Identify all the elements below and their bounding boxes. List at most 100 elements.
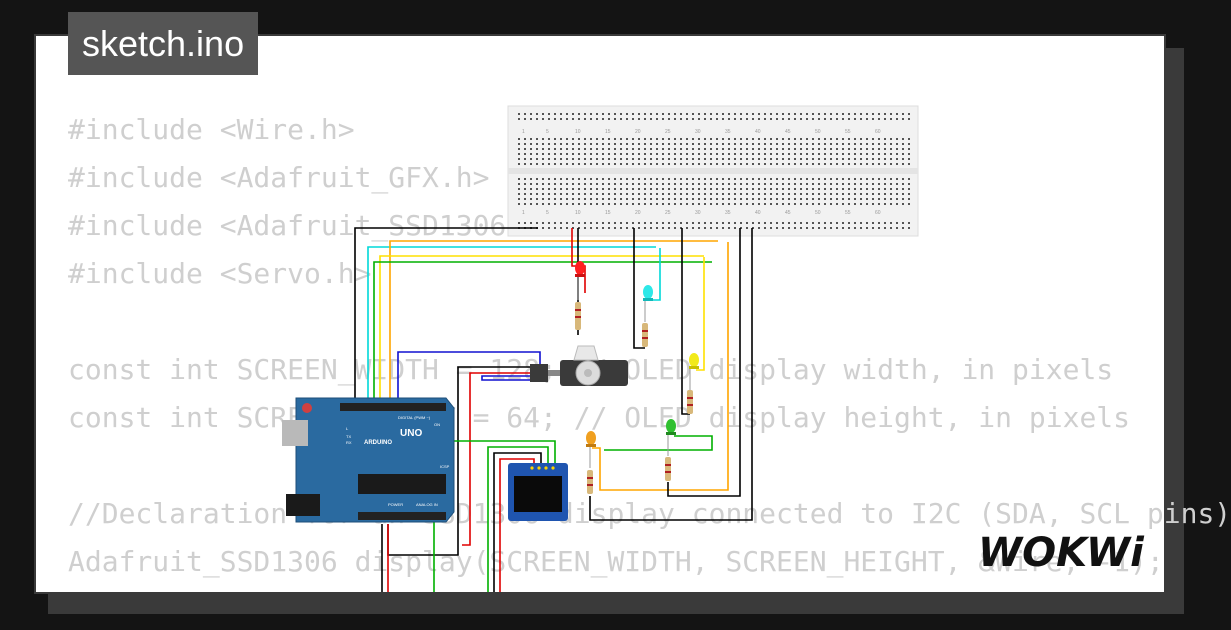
breadboard-hole [560,227,562,229]
breadboard-hole [908,163,910,165]
breadboard-hole [908,188,910,190]
breadboard-hole [638,178,640,180]
breadboard-hole [908,148,910,150]
breadboard-hole [902,158,904,160]
arduino-tx-label: TX [346,434,351,439]
breadboard-hole [794,153,796,155]
breadboard-hole [872,222,874,224]
breadboard-hole [884,227,886,229]
breadboard-hole [710,113,712,115]
breadboard-hole [704,222,706,224]
breadboard-hole [548,138,550,140]
breadboard-hole [728,143,730,145]
breadboard-hole [614,118,616,120]
breadboard-hole [596,143,598,145]
breadboard-hole [824,143,826,145]
breadboard-hole [752,138,754,140]
breadboard-hole [776,222,778,224]
breadboard-hole [602,203,604,205]
breadboard-hole [596,138,598,140]
breadboard-hole [572,227,574,229]
breadboard-hole [518,153,520,155]
breadboard-hole [884,203,886,205]
breadboard-hole [902,153,904,155]
wire-orange-led [592,242,729,491]
breadboard-hole [704,138,706,140]
breadboard-hole [764,138,766,140]
breadboard-hole [674,153,676,155]
breadboard-hole [524,163,526,165]
bb-col-number: 40 [755,210,761,216]
breadboard-hole [638,188,640,190]
breadboard-hole [638,118,640,120]
breadboard-hole [710,143,712,145]
breadboard-hole [692,113,694,115]
breadboard-hole [740,178,742,180]
breadboard-hole [692,138,694,140]
wire-green [373,261,712,408]
breadboard-hole [644,163,646,165]
breadboard-hole [614,178,616,180]
breadboard-hole [656,138,658,140]
breadboard-hole [530,193,532,195]
breadboard-hole [692,198,694,200]
breadboard-hole [788,113,790,115]
breadboard-hole [902,203,904,205]
bb-col-number: 25 [665,210,671,216]
reset-button[interactable] [302,403,312,413]
breadboard-hole [734,113,736,115]
breadboard-hole [698,183,700,185]
breadboard-hole [548,143,550,145]
breadboard-hole [554,222,556,224]
breadboard-hole [578,163,580,165]
bb-col-number: 50 [815,129,821,135]
breadboard-hole [842,163,844,165]
breadboard-hole [626,227,628,229]
breadboard-hole [824,178,826,180]
breadboard-hole [674,113,676,115]
breadboard-hole [560,138,562,140]
breadboard-hole [686,222,688,224]
breadboard-hole [554,178,556,180]
breadboard-hole [674,148,676,150]
breadboard-hole [854,198,856,200]
breadboard-hole [884,148,886,150]
breadboard-hole [746,163,748,165]
breadboard-hole [566,143,568,145]
breadboard-hole [638,183,640,185]
breadboard-hole [632,222,634,224]
breadboard-hole [866,113,868,115]
breadboard-hole [872,188,874,190]
breadboard-hole [746,222,748,224]
breadboard-hole [524,153,526,155]
breadboard-hole [590,138,592,140]
breadboard-numbers-top: 1 5 10 15 20 25 30 35 40 45 50 55 60 [522,129,881,135]
led-orange [586,431,596,468]
breadboard-hole [854,188,856,190]
breadboard-hole [530,183,532,185]
bb-col-number: 25 [665,129,671,135]
breadboard-hole [626,198,628,200]
breadboard-hole [656,183,658,185]
breadboard-hole [710,148,712,150]
breadboard-hole [638,203,640,205]
breadboard-hole [680,158,682,160]
breadboard-hole [764,203,766,205]
breadboard-hole [626,158,628,160]
breadboard-hole [902,178,904,180]
breadboard-hole [896,158,898,160]
breadboard-hole [590,148,592,150]
breadboard-hole [734,158,736,160]
breadboard-hole [788,198,790,200]
breadboard-hole [776,198,778,200]
breadboard-hole [722,113,724,115]
breadboard-hole [542,143,544,145]
breadboard-hole [698,163,700,165]
breadboard-hole [668,198,670,200]
breadboard-hole [590,158,592,160]
breadboard-hole [734,163,736,165]
breadboard-hole [884,113,886,115]
breadboard-hole [812,193,814,195]
breadboard-hole [860,227,862,229]
breadboard-hole [788,203,790,205]
